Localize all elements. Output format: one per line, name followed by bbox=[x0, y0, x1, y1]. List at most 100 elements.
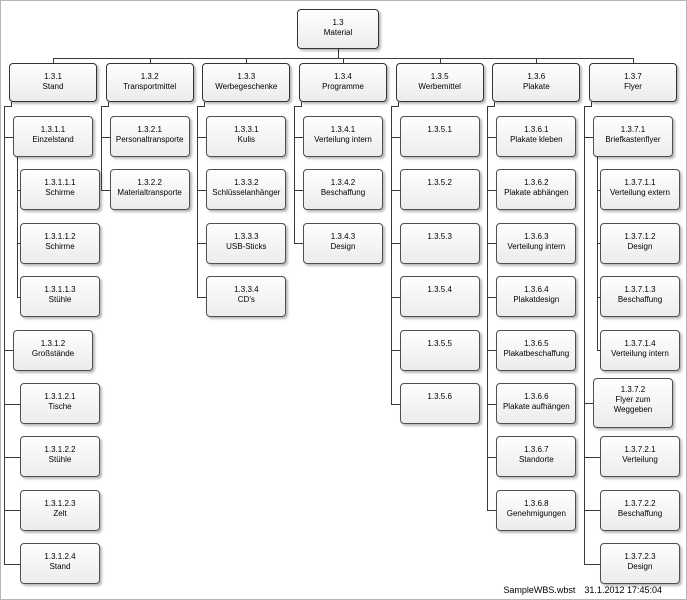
node-id: 1.3.4 bbox=[334, 72, 352, 81]
node-label: Material bbox=[323, 28, 353, 37]
connector-line bbox=[583, 563, 600, 565]
connector-line bbox=[487, 136, 497, 138]
connector-line bbox=[583, 106, 592, 107]
connector-line bbox=[596, 189, 600, 191]
node-label: Tische bbox=[48, 402, 72, 411]
connector-line bbox=[390, 106, 392, 404]
connector-line bbox=[4, 563, 20, 565]
node-id: 1.3.7.2 bbox=[620, 385, 646, 394]
connector-line bbox=[4, 106, 12, 107]
connector-line bbox=[17, 157, 18, 297]
node-1-3-5-3[interactable]: 1.3.5.3 bbox=[399, 222, 480, 264]
node-label: Genehmigungen bbox=[506, 508, 566, 518]
node-id: 1.3.6.1 bbox=[524, 125, 549, 134]
node-id: 1.3.1.1 bbox=[40, 125, 66, 134]
node-id: 1.3.5.1 bbox=[427, 125, 452, 134]
node-label: Briefkastenflyer bbox=[605, 135, 661, 144]
node-id: 1.3.4.1 bbox=[330, 125, 356, 134]
node-1-3-5-4[interactable]: 1.3.5.4 bbox=[399, 276, 480, 318]
node-id: 1.3.1 bbox=[44, 72, 62, 81]
connector-line bbox=[583, 136, 593, 138]
connector-line bbox=[596, 350, 600, 352]
node-id: 1.3.2 bbox=[140, 72, 159, 81]
node-id: 1.3.3 bbox=[237, 72, 256, 81]
node-label: Design bbox=[330, 241, 356, 251]
connector-line bbox=[487, 189, 497, 191]
node-1-3-5-2[interactable]: 1.3.5.2 bbox=[399, 169, 480, 211]
node-id: 1.3.1.1.3 bbox=[44, 285, 76, 295]
connector-line bbox=[342, 58, 344, 63]
node-1-3-5-6[interactable]: 1.3.5.6 bbox=[399, 383, 480, 424]
node-id: 1.3.2.1 bbox=[137, 125, 162, 134]
node-id: 1.3.5.2 bbox=[427, 178, 452, 188]
connector-line bbox=[487, 106, 496, 107]
node-id: 1.3.7.1.4 bbox=[624, 338, 656, 348]
node-1-3-5-1[interactable]: 1.3.5.1 bbox=[399, 116, 480, 157]
node-id: 1.3.6.2 bbox=[524, 178, 549, 188]
node-label: Stand bbox=[49, 562, 71, 572]
connector-line bbox=[293, 136, 303, 138]
node-label: Werbegeschenke bbox=[215, 82, 278, 91]
connector-line bbox=[197, 106, 199, 297]
node-label: CD's bbox=[237, 295, 255, 305]
connector-line bbox=[197, 296, 207, 298]
connector-line bbox=[583, 456, 600, 458]
connector-line bbox=[390, 403, 400, 405]
node-id: 1.3.6 bbox=[527, 72, 546, 81]
node-label: Flyer bbox=[624, 82, 642, 91]
node-label: Design bbox=[627, 562, 653, 572]
node-id: 1.3.1.2.1 bbox=[44, 392, 76, 401]
connector-line bbox=[390, 136, 400, 138]
node-id: 1.3.2.2 bbox=[137, 178, 162, 188]
node-id: 1.3.7.2.2 bbox=[624, 498, 656, 508]
connector-line bbox=[583, 403, 593, 404]
node-id: 1.3.1.2.3 bbox=[44, 498, 76, 508]
node-1-3-5-5[interactable]: 1.3.5.5 bbox=[399, 329, 480, 371]
connector-line bbox=[4, 510, 20, 512]
connector-line bbox=[397, 102, 399, 106]
